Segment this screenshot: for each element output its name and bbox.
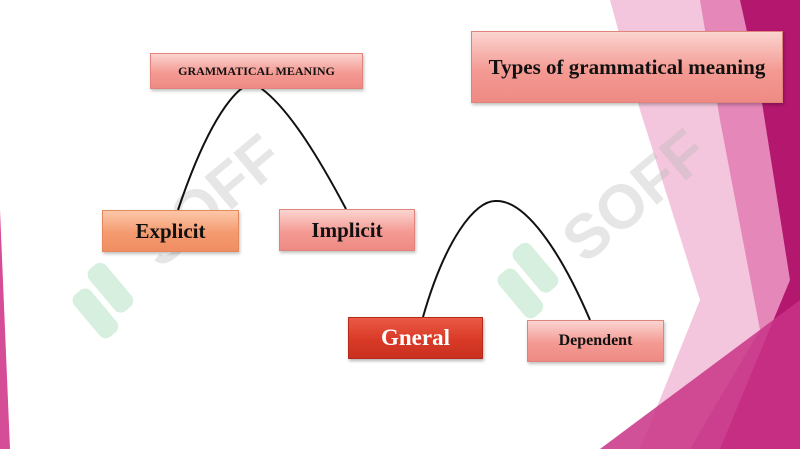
dependent-box: Dependent <box>527 320 664 362</box>
grammatical-meaning-label: GRAMMATICAL MEANING <box>178 63 335 78</box>
title-box: Types of grammatical meaning <box>471 31 783 103</box>
dependent-label: Dependent <box>558 332 633 349</box>
explicit-label: Explicit <box>135 218 206 243</box>
grammatical-meaning-box: GRAMMATICAL MEANING <box>150 53 363 89</box>
implicit-box: Implicit <box>279 209 415 251</box>
bg-left-sliver <box>0 210 10 449</box>
gneral-box: Gneral <box>348 317 483 359</box>
curve-grammatical-meaning <box>177 82 347 211</box>
page-title: Types of grammatical meaning <box>488 54 766 79</box>
implicit-label: Implicit <box>311 217 383 242</box>
gneral-label: Gneral <box>381 325 450 350</box>
explicit-box: Explicit <box>102 210 239 252</box>
curve-general-dependent <box>422 199 591 321</box>
bg-right-lower-shape <box>600 300 800 449</box>
